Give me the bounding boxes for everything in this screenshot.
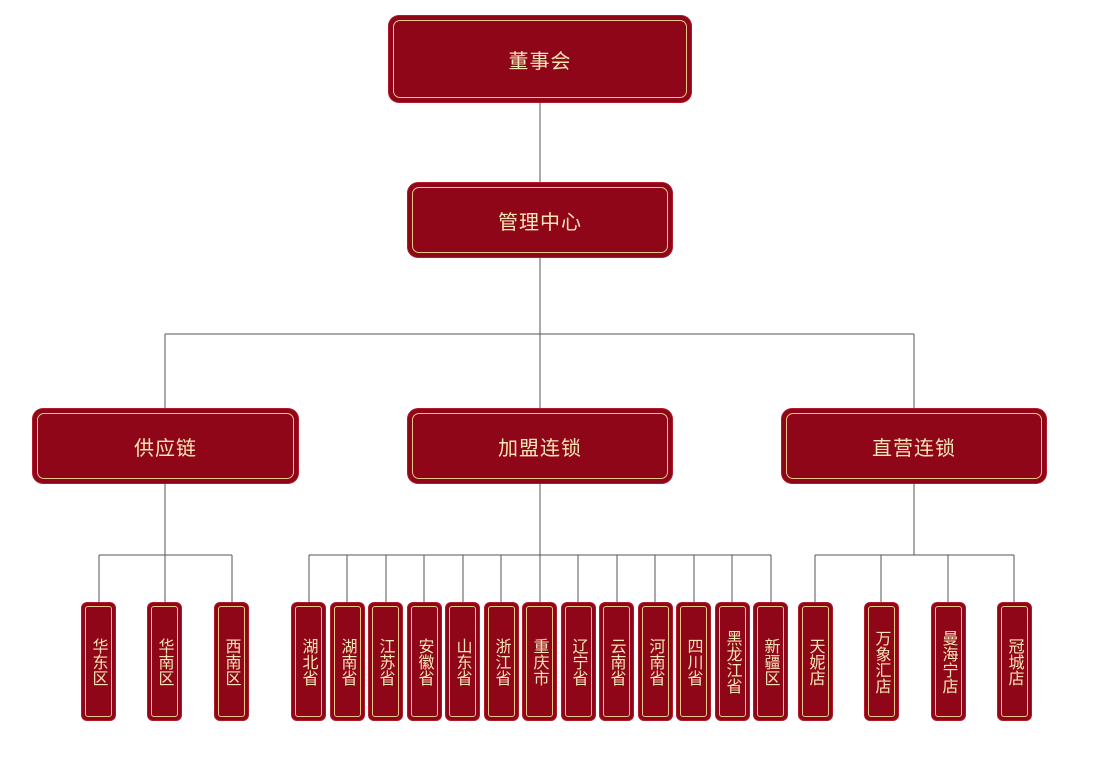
- leaf-label: 华南区: [155, 637, 175, 686]
- leaf-node: 曼海宁店: [932, 603, 965, 720]
- board-label: 董事会: [508, 48, 572, 73]
- management-label: 管理中心: [498, 209, 582, 234]
- leaf-label: 河南省: [646, 637, 666, 686]
- leaf-label: 浙江省: [492, 637, 512, 686]
- leaf-node: 万象汇店: [865, 603, 898, 720]
- leaf-label: 四川省: [684, 637, 704, 686]
- leaf-node: 冠城店: [998, 603, 1031, 720]
- management-node: 管理中心: [408, 183, 672, 257]
- leaf-node: 浙江省: [485, 603, 518, 720]
- leaf-label: 天妮店: [806, 637, 826, 686]
- leaf-node: 河南省: [639, 603, 672, 720]
- leaf-node: 安徽省: [408, 603, 441, 720]
- leaf-label: 辽宁省: [569, 637, 589, 686]
- leaf-node: 华南区: [148, 603, 181, 720]
- leaf-node: 黑龙江省: [716, 603, 749, 720]
- leaf-node: 山东省: [446, 603, 479, 720]
- board-node: 董事会: [389, 16, 691, 102]
- leaf-label: 江苏省: [376, 637, 396, 686]
- leaf-label: 新疆区: [761, 637, 781, 686]
- leaf-node: 天妮店: [799, 603, 832, 720]
- division-node-franchise: 加盟连锁: [408, 409, 672, 483]
- leaf-node: 湖南省: [331, 603, 364, 720]
- leaf-label: 云南省: [607, 637, 627, 686]
- leaf-label: 安徽省: [415, 637, 435, 686]
- leaf-node: 辽宁省: [562, 603, 595, 720]
- leaf-node: 西南区: [215, 603, 248, 720]
- leaf-node: 重庆市: [523, 603, 556, 720]
- division-label: 加盟连锁: [498, 435, 582, 460]
- leaf-label: 湖南省: [338, 637, 358, 686]
- leaf-node: 湖北省: [292, 603, 325, 720]
- division-node-supply-chain: 供应链: [33, 409, 298, 483]
- leaf-label: 华东区: [89, 637, 109, 686]
- leaf-label: 曼海宁店: [939, 629, 959, 694]
- leaf-node: 江苏省: [369, 603, 402, 720]
- leaf-label: 冠城店: [1005, 637, 1025, 686]
- leaf-label: 湖北省: [299, 637, 319, 686]
- leaf-node: 云南省: [600, 603, 633, 720]
- leaf-label: 黑龙江省: [723, 629, 743, 694]
- leaf-label: 西南区: [222, 637, 242, 686]
- division-node-direct: 直营连锁: [782, 409, 1046, 483]
- leaf-node: 华东区: [82, 603, 115, 720]
- leaf-label: 重庆市: [530, 637, 550, 686]
- leaf-label: 山东省: [453, 637, 473, 686]
- leaf-node: 新疆区: [754, 603, 787, 720]
- division-label: 供应链: [134, 435, 197, 460]
- division-label: 直营连锁: [872, 435, 956, 460]
- leaf-label: 万象汇店: [872, 629, 892, 694]
- leaf-node: 四川省: [677, 603, 710, 720]
